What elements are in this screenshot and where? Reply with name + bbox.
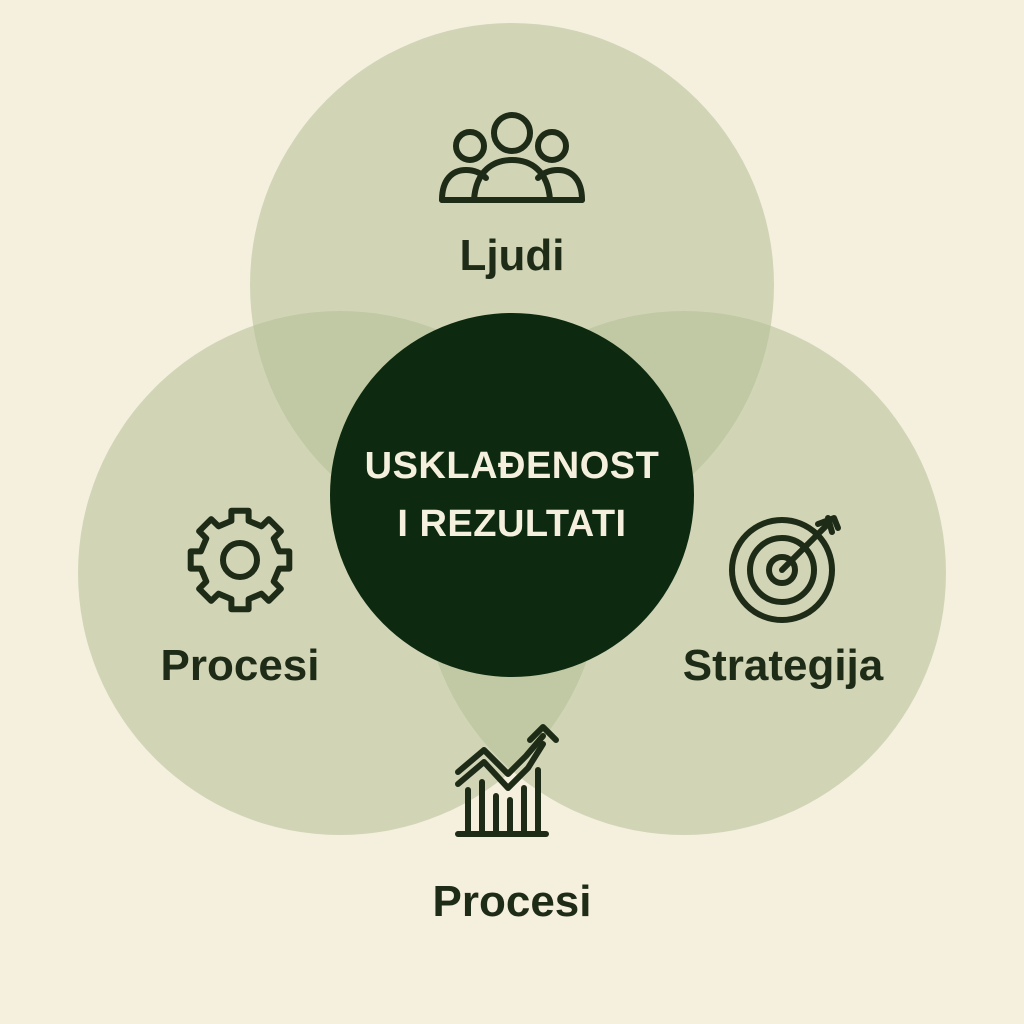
label-strategija: Strategija [683, 641, 884, 690]
target-icon [729, 515, 841, 623]
label-procesi-left: Procesi [161, 641, 320, 690]
people-icon [439, 112, 585, 203]
label-ljudi: Ljudi [459, 231, 564, 280]
center-title-line2: I REZULTATI [397, 503, 626, 545]
growth-chart-icon [455, 724, 559, 837]
center-title-line1: USKLAĐENOST [365, 445, 660, 487]
label-procesi-bottom: Procesi [433, 877, 592, 926]
center-circle [330, 313, 694, 677]
gear-icon [187, 507, 293, 613]
